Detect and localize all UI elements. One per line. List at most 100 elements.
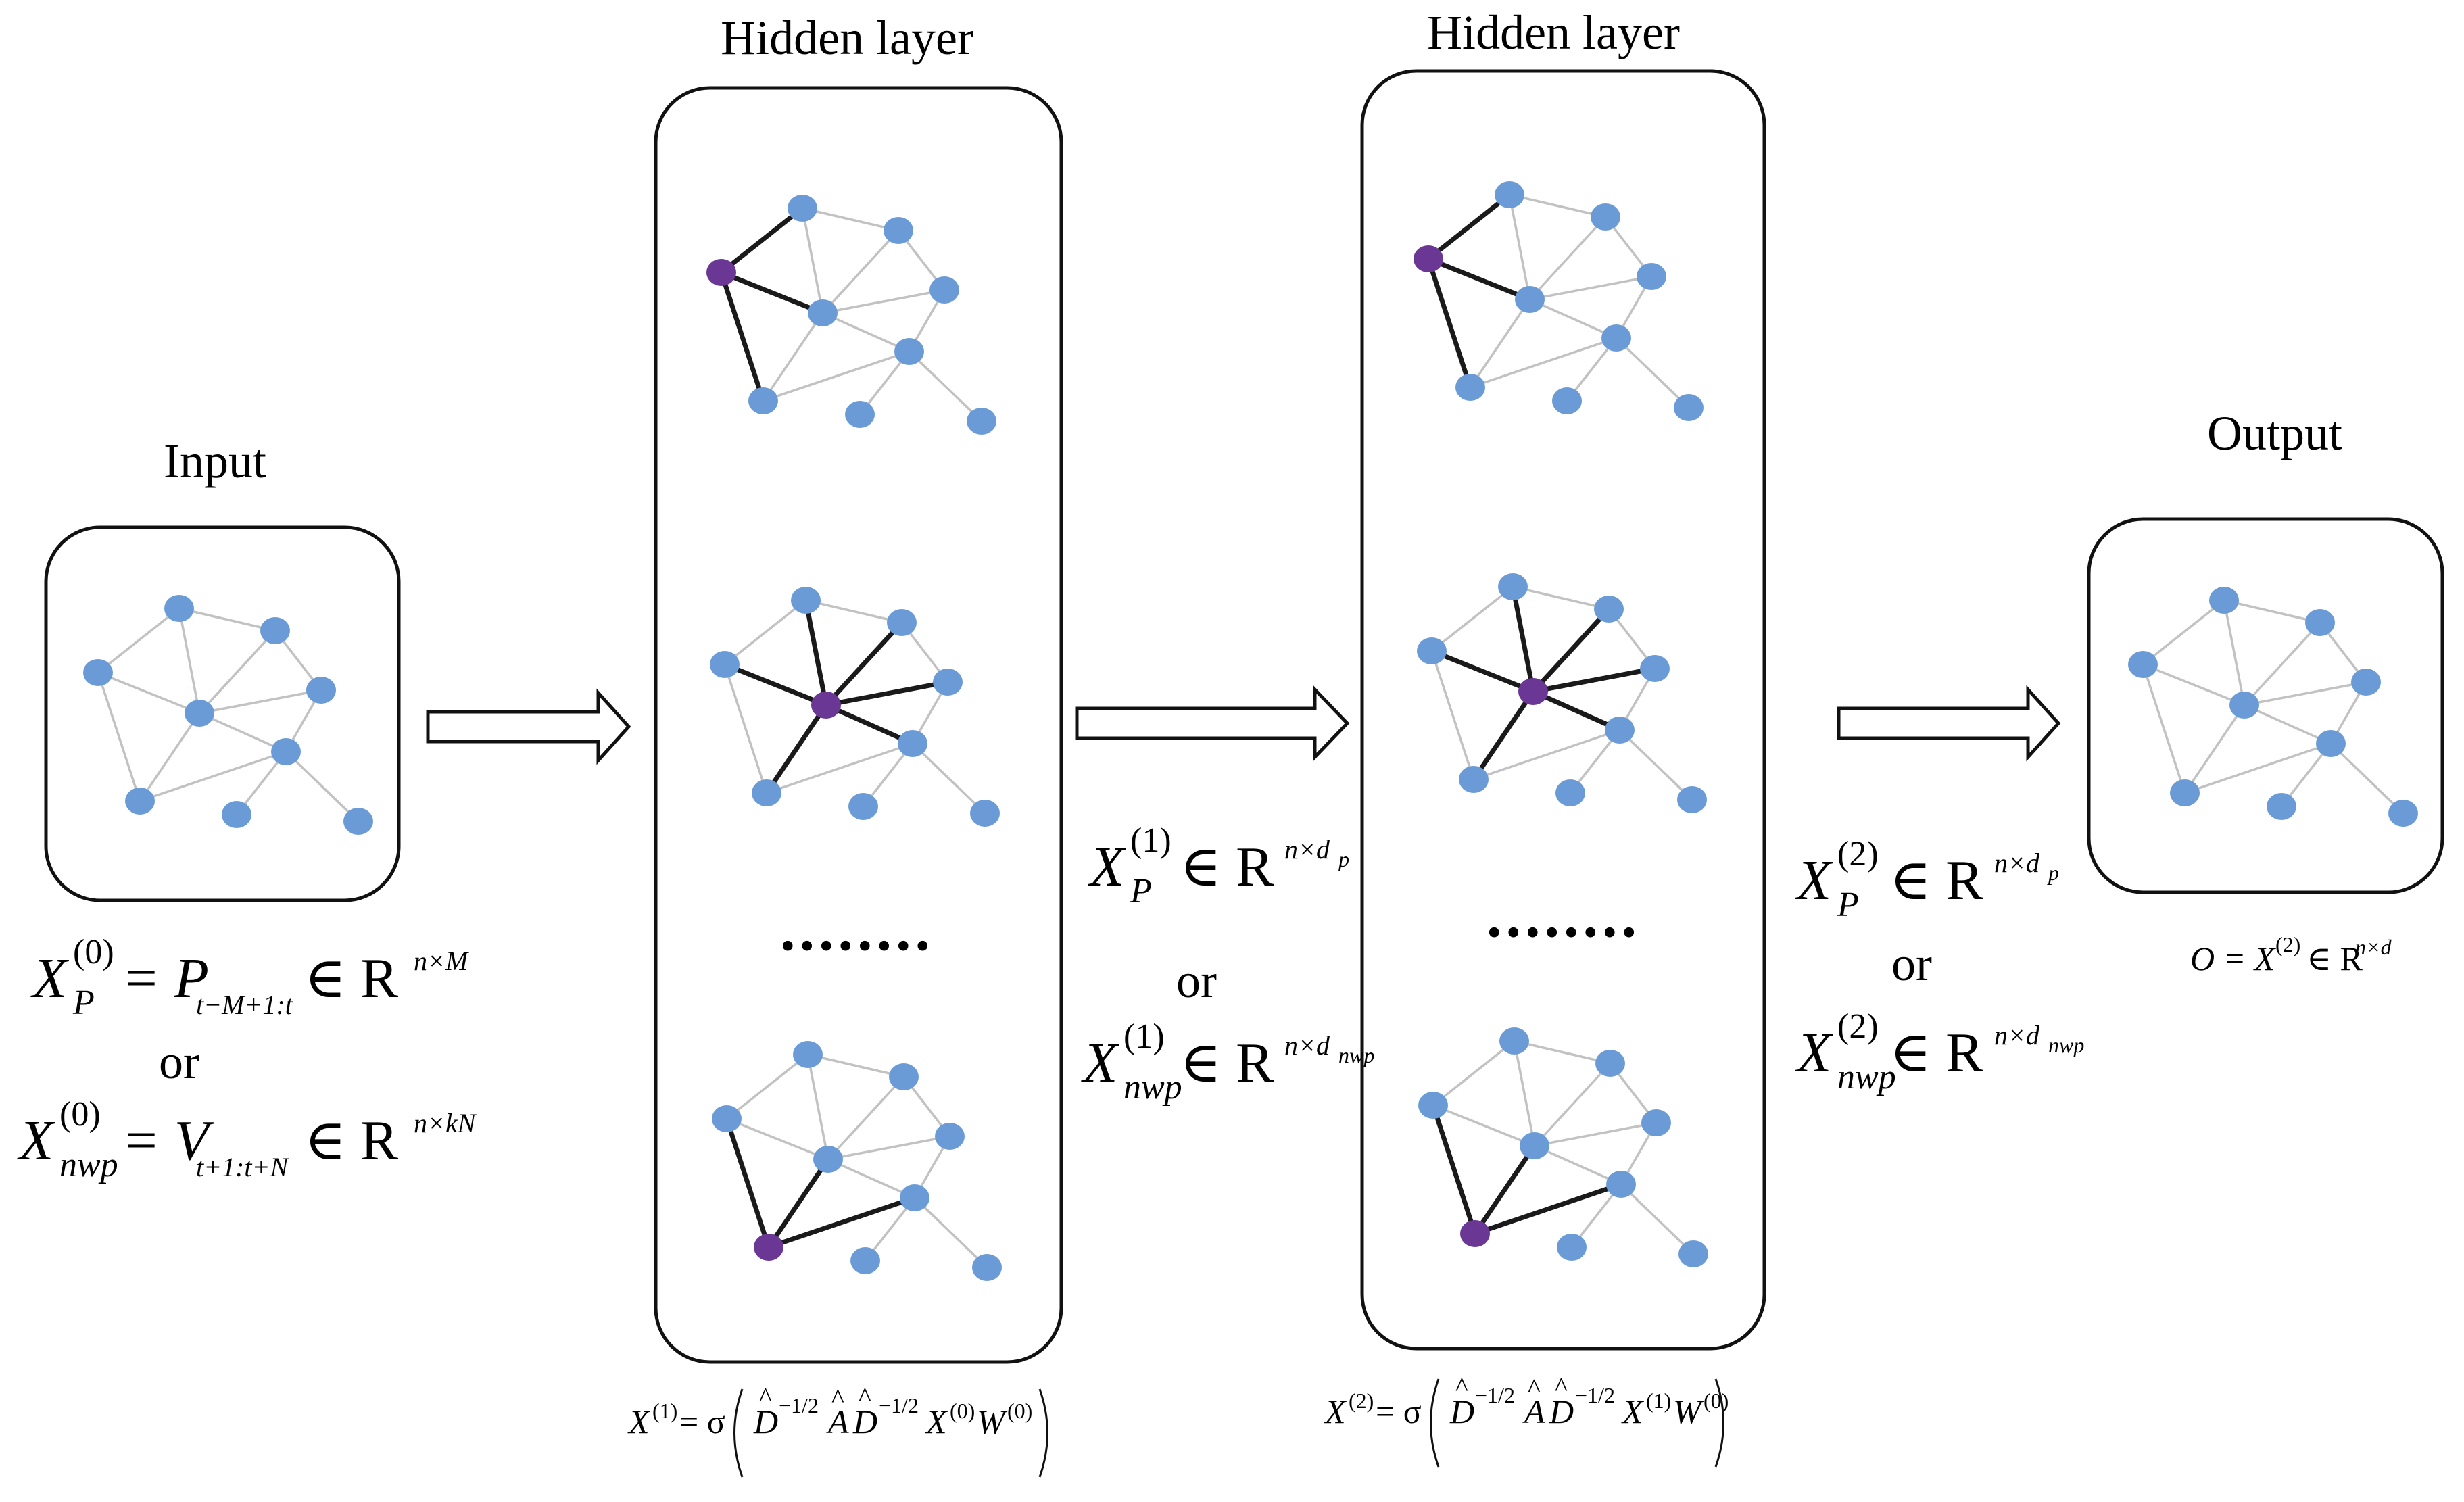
svg-text:(2): (2) <box>1837 1007 1879 1046</box>
graph-edge <box>802 207 899 232</box>
svg-text:−1/2: −1/2 <box>1475 1383 1515 1407</box>
graph-node <box>1557 1234 1587 1261</box>
svg-text:O = X: O = X <box>2190 940 2277 977</box>
svg-text:∈ R: ∈ R <box>1889 849 1983 912</box>
graph-node <box>1459 766 1489 793</box>
graph-node <box>1601 324 1631 352</box>
svg-text:P: P <box>1130 872 1152 911</box>
output-panel <box>2087 517 2444 894</box>
graph-edge <box>911 742 986 815</box>
graph-edge <box>1512 585 1610 610</box>
output-graph <box>2128 587 2418 827</box>
aggregation-edge <box>825 679 948 708</box>
graph-edge <box>1533 1062 1612 1147</box>
graph-edge <box>762 312 824 402</box>
graph-node <box>935 1123 965 1150</box>
svg-text:∈ R: ∈ R <box>2306 940 2363 977</box>
aggregation-edge <box>1430 1104 1478 1235</box>
aggregation-edge <box>724 1117 771 1249</box>
center-node <box>1518 678 1548 705</box>
aggregation-edge <box>1426 193 1512 261</box>
graph-node <box>1595 1050 1625 1077</box>
graph-edge <box>1534 1121 1657 1147</box>
svg-text:n×d: n×d <box>2355 935 2392 959</box>
graph-edge <box>822 312 910 353</box>
graph-node <box>1520 1132 1549 1159</box>
graph-edge <box>1514 1040 1611 1065</box>
graph-node <box>83 659 113 686</box>
graph-node <box>222 801 251 828</box>
svg-text:(1): (1) <box>1646 1388 1671 1413</box>
aggregation-edge <box>767 1195 916 1250</box>
graph-node <box>970 800 1000 827</box>
graph-node <box>2316 730 2346 757</box>
graph-node <box>1605 717 1635 744</box>
graph-edge <box>908 350 983 422</box>
svg-text:D: D <box>1449 1392 1474 1430</box>
svg-text:n×d: n×d <box>1284 834 1330 865</box>
graph-node <box>2388 800 2418 827</box>
arrow-hidden1-to-hidden2 <box>1075 685 1350 762</box>
aggregation-edge <box>1474 1182 1622 1236</box>
graph-edge <box>1618 729 1693 801</box>
hidden2-or-text: or <box>1891 937 1932 991</box>
center-node <box>706 259 736 286</box>
input-or-text: or <box>159 1035 199 1089</box>
svg-text:X: X <box>1081 1032 1120 1094</box>
aggregation-edge <box>765 704 828 794</box>
graph-edge <box>97 607 180 674</box>
graph-edge <box>139 750 287 802</box>
svg-text:(0): (0) <box>950 1399 975 1423</box>
graph-node <box>125 788 155 815</box>
svg-text:P: P <box>1837 886 1859 924</box>
graph-node <box>2351 669 2381 696</box>
graph-node <box>793 1041 823 1068</box>
svg-text:−1/2: −1/2 <box>879 1393 919 1418</box>
graph-edge <box>1529 275 1652 301</box>
graph-node <box>710 651 740 678</box>
svg-text:X: X <box>17 1109 56 1172</box>
graph-edge <box>805 599 902 624</box>
hidden1-graph-middle <box>710 587 1000 827</box>
hidden1-graph-bottom <box>712 1041 1002 1281</box>
graph-edge <box>806 1054 829 1160</box>
hidden2-graph-middle <box>1417 573 1707 813</box>
graph-node <box>2170 779 2200 806</box>
input-equation-nwp: X (0) nwp = V t+1:t+N ∈ R n×kN <box>17 1095 477 1184</box>
graph-node <box>1552 387 1582 414</box>
svg-text:^: ^ <box>759 1382 772 1412</box>
graph-edge <box>807 1053 904 1078</box>
aggregation-edge <box>720 270 824 316</box>
arrow-hidden2-to-output <box>1837 685 2061 762</box>
graph-edge <box>2223 600 2246 706</box>
center-node <box>754 1234 783 1261</box>
graph-node <box>898 730 927 757</box>
graph-node <box>788 195 817 222</box>
graph-edge <box>1430 585 1514 652</box>
svg-text:(2): (2) <box>2275 932 2300 956</box>
svg-text:n×d: n×d <box>1994 848 2040 878</box>
graph-node <box>748 387 778 414</box>
hidden1-or-text: or <box>1176 954 1217 1008</box>
input-equation-p: X (0) P = P t−M+1:t ∈ R n×M <box>30 933 470 1022</box>
graph-node <box>343 808 373 835</box>
hidden2-output-equation-p: X (2) P ∈ R n×d p <box>1795 835 2059 924</box>
svg-text:(1): (1) <box>652 1399 677 1423</box>
hidden2-graph-bottom <box>1418 1027 1708 1267</box>
graph-node <box>967 408 996 435</box>
svg-text:X: X <box>1088 835 1127 898</box>
svg-text:= σ: = σ <box>1376 1392 1422 1430</box>
aggregation-edge <box>767 1158 830 1249</box>
graph-edge <box>827 1075 905 1161</box>
aggregation-edge <box>719 271 766 402</box>
hidden2-output-equation-nwp: X (2) nwp ∈ R n×d nwp <box>1795 1007 2084 1096</box>
graph-node <box>2229 692 2259 719</box>
aggregation-edge <box>824 621 904 707</box>
output-equation: O = X (2) ∈ R n×d <box>2190 932 2392 977</box>
aggregation-edge <box>1531 607 1611 694</box>
svg-text:(0): (0) <box>59 1095 101 1134</box>
svg-text:A: A <box>1522 1392 1545 1430</box>
svg-text:X: X <box>1621 1392 1645 1430</box>
svg-text:= P: = P <box>122 947 209 1010</box>
graph-edge <box>2243 621 2321 706</box>
